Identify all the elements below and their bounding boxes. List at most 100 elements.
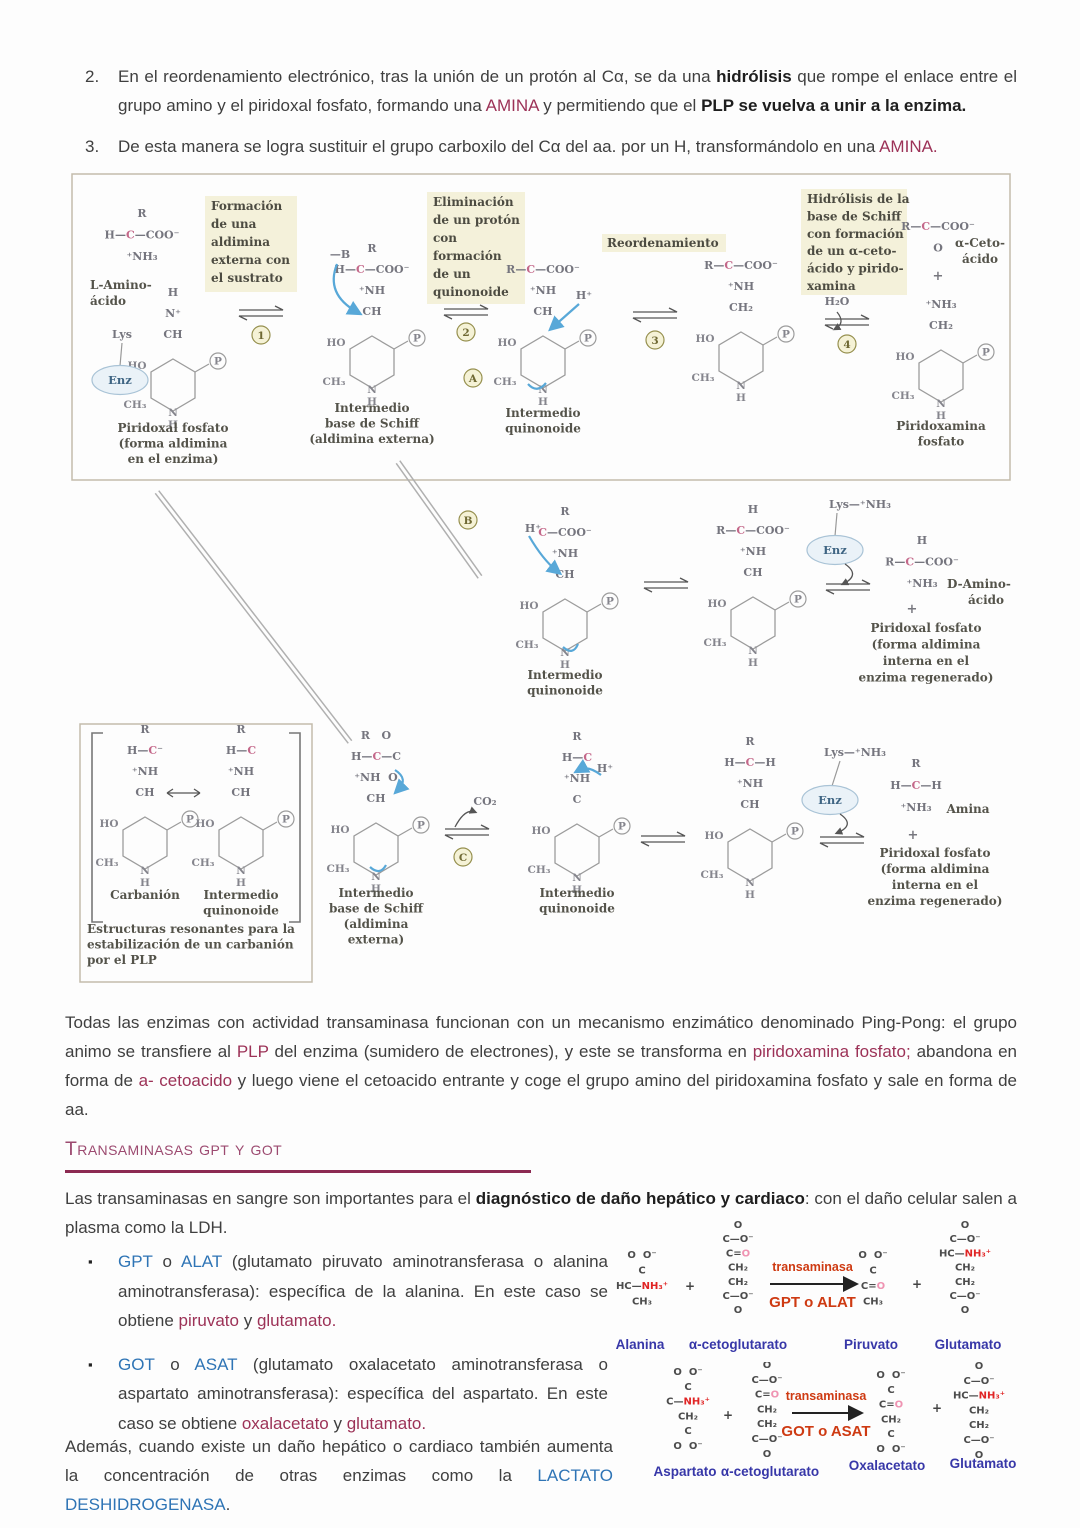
phosphate-circle	[209, 352, 227, 370]
h-label: H	[748, 657, 758, 669]
figure-text-span: H—	[127, 744, 148, 757]
figure-text-span: Glutamato	[950, 1456, 1017, 1471]
figure-text: Piridoxal fosfato	[871, 621, 982, 635]
chain-text: R	[572, 730, 582, 743]
figure-text-span: O	[933, 242, 943, 255]
molecule-line: C—O⁻	[949, 1291, 980, 1302]
figure-text-span: ⁺NH	[132, 765, 158, 778]
structure-label: quinonoide	[505, 422, 581, 436]
molecule-line: C	[638, 1266, 645, 1277]
phosphate-circle	[977, 343, 995, 361]
ch3-label: CH₃	[124, 399, 147, 411]
figure-text-span: Lys	[112, 328, 132, 341]
molecule-line: CH₃	[632, 1297, 652, 1308]
figure-text-span: HO	[895, 351, 914, 363]
figure-text-span: ácido y pirido-	[807, 262, 904, 276]
molecule-line: O O⁻	[627, 1250, 656, 1261]
structure-label: Piridoxamina	[896, 419, 986, 433]
figure-text-span: Enz	[818, 793, 842, 807]
molecule-line: C—NH₃⁺	[666, 1397, 710, 1408]
pyridine-ring	[353, 822, 399, 876]
molecule-line: C—O⁻	[963, 1376, 994, 1387]
figure-text-span: HO	[497, 337, 516, 349]
molecule-line: CH₂	[757, 1404, 777, 1415]
structure-label: (forma aldimina	[119, 437, 228, 451]
figure-text-span: transaminasa	[772, 1260, 854, 1274]
figure-text: interna en el	[883, 654, 970, 668]
text-segment: o	[152, 1252, 182, 1271]
phosphate-label: P	[214, 356, 222, 368]
chain-text: R—C—COO⁻	[716, 524, 790, 537]
figure-text-span: H	[371, 883, 381, 895]
enzyme-name-top: transaminasa	[786, 1389, 868, 1403]
figure-text: +	[933, 269, 944, 284]
figure-text-span: CH₃	[327, 863, 350, 875]
electron-arrow	[562, 643, 580, 652]
figure-text-span: por el PLP	[87, 953, 157, 967]
step-number: A	[468, 373, 478, 385]
molecule-name: Glutamato	[935, 1337, 1002, 1352]
electron-arrow	[528, 535, 563, 576]
section-title: Transaminasas gpt y got	[65, 1138, 283, 1160]
ho-label: HO	[531, 825, 550, 837]
chain-text: CH	[366, 792, 385, 805]
h-label: H	[572, 884, 582, 896]
figure-text-span: Reordenamiento	[607, 236, 719, 250]
phosphate-label: P	[584, 333, 592, 345]
figure-text-span: C—O⁻	[949, 1234, 980, 1245]
figure-text-span: H⁺	[597, 762, 613, 775]
figure-text-span: H	[917, 534, 927, 547]
plus-sign: +	[723, 1408, 733, 1422]
figure-text-span: base de Schiff	[325, 417, 420, 431]
molecule-line: O	[734, 1305, 743, 1316]
figure-text-span: C—O⁻	[722, 1291, 753, 1302]
text-segment: piruvato	[178, 1311, 239, 1330]
figure-text-span: B	[464, 515, 473, 527]
figure-text-span: A	[468, 373, 478, 385]
figure-text-span: de un α-ceto-	[807, 244, 897, 258]
ch3-label: CH₃	[704, 637, 727, 649]
figure-text-span: fosfato	[918, 435, 964, 449]
phosphate-circle	[777, 325, 795, 343]
n-label: N	[140, 865, 150, 877]
equilibrium-arrow	[632, 307, 678, 323]
ho-label: HO	[99, 818, 118, 830]
text-segment: hidrólisis	[716, 67, 792, 86]
chain-text: ⁺NH	[552, 547, 578, 560]
figure-text: H—C—COO⁻	[105, 229, 180, 242]
figure-text-span: CH₃	[192, 857, 215, 869]
figure-text-span: Piridoxamina	[896, 419, 986, 433]
h-label: H	[736, 392, 746, 404]
figure-text-span: C	[573, 793, 582, 806]
figure-text-span: P	[417, 820, 425, 832]
figure-text: Lys—⁺NH₃	[829, 498, 891, 511]
figure-text-span: C	[356, 263, 365, 276]
pyridine-ring	[218, 816, 264, 870]
figure-text-span: Intermedio	[203, 888, 278, 902]
structure-label: Intermedio	[334, 401, 409, 415]
electron-arrow	[832, 311, 842, 331]
text-segment: y permitiendo que el	[538, 96, 702, 115]
caption-highlight	[427, 192, 525, 304]
structure-label: Intermedio	[539, 886, 614, 900]
figure-text-span: P	[791, 826, 799, 838]
figure-text-span: O O⁻	[673, 1441, 702, 1452]
figure-text-span: +	[907, 602, 918, 617]
electron-arrow	[573, 758, 602, 776]
figure-text-span: ácido	[962, 252, 998, 266]
left-bracket	[91, 732, 103, 923]
figure-text-span: P	[282, 814, 290, 826]
figure-text-span: 2	[462, 327, 469, 339]
ch3-label: CH₃	[192, 857, 215, 869]
molecule-line: CH₂	[678, 1411, 698, 1422]
figure-text-span: H	[140, 877, 150, 889]
figure-caption: de un protón	[433, 213, 520, 227]
figure-text-span: H	[367, 396, 377, 408]
chain-text: CH	[231, 786, 250, 799]
text-segment: : con el daño celular salen a plasma com…	[65, 1189, 1017, 1237]
